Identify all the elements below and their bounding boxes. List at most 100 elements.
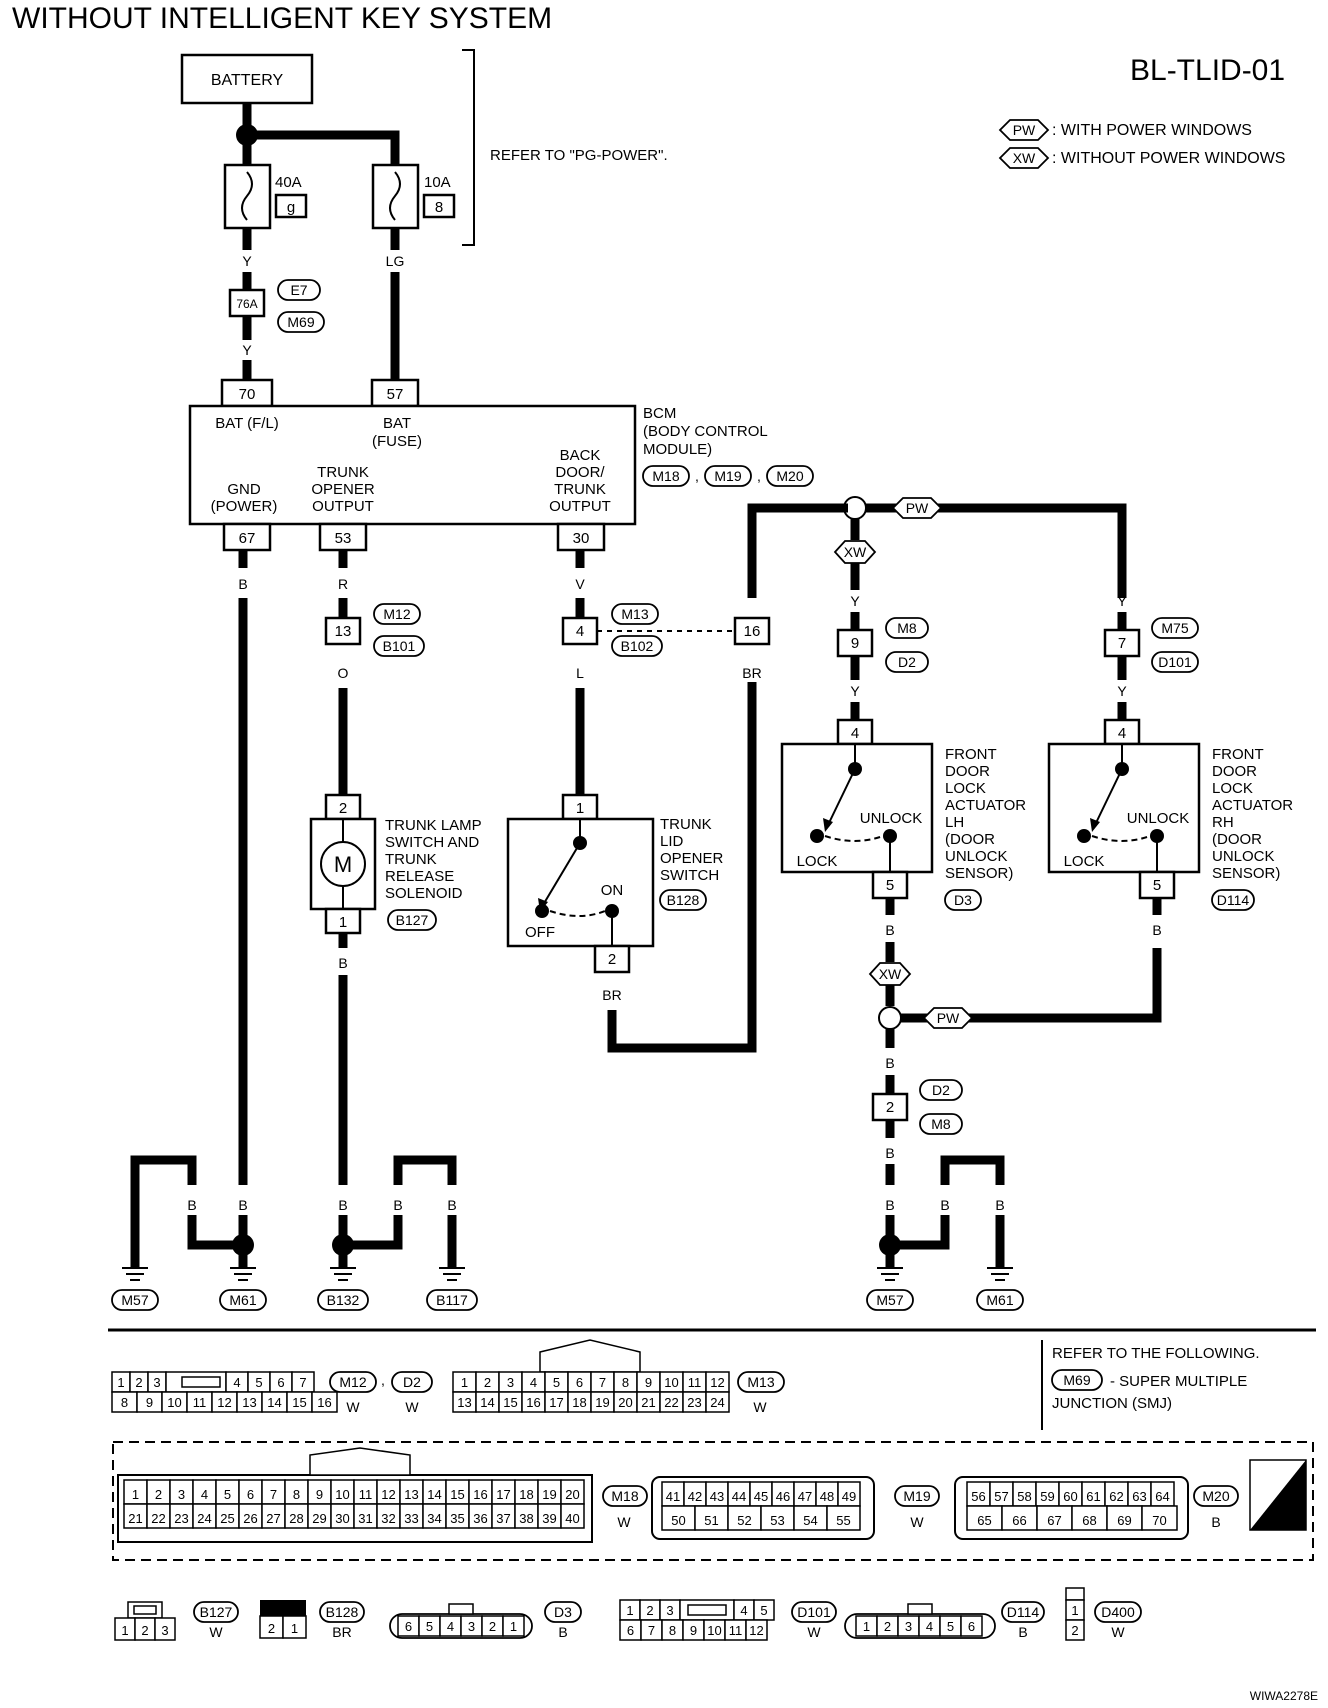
pin-cell-label: 11 [359,1487,373,1502]
svg-text:BR: BR [602,987,621,1003]
pin-cell-label: 6 [576,1375,583,1390]
pin-cell-label: 34 [427,1511,441,1526]
conn-m12-badge [329,1371,377,1393]
pin-cell-label: 23 [687,1395,701,1410]
svg-text:2: 2 [339,800,347,817]
front-door-lock-actuator-lh: 4 UNLOCK LOCK 5 FRONT DOOR LOCK ACTUATOR… [780,718,1026,911]
pin-cell-label: 42 [688,1489,702,1504]
svg-text:(FUSE): (FUSE) [372,433,422,450]
pin-cell-label: 70 [1152,1513,1166,1528]
svg-text:(DOOR: (DOOR [1212,831,1262,848]
conn-d114-badge [1001,1601,1045,1623]
svg-text:SOLENOID: SOLENOID [385,885,463,902]
pin-cell-label: 57 [994,1489,1008,1504]
pin-cell [1071,1505,1108,1531]
pin-cell-label: 37 [496,1511,510,1526]
pin-cell-label: 2 [489,1619,496,1634]
pin-cell-label: 53 [770,1513,784,1528]
pin-cell-label: 19 [542,1487,556,1502]
pin-cell-label: 6 [627,1623,634,1638]
conn-m13-color: W [753,1399,767,1415]
pin-cell-label: 10 [707,1623,721,1638]
conn-m19-color: W [910,1514,924,1530]
svg-text:B128: B128 [667,892,700,908]
pin-cell [793,1505,828,1531]
conn-d400-color: W [1111,1624,1125,1640]
svg-text:M8: M8 [897,620,917,636]
pin-cell-label: 45 [754,1489,768,1504]
svg-text:40A: 40A [275,174,302,191]
pin-cell-label: 13 [457,1395,471,1410]
pin-cell-label: 67 [1047,1513,1061,1528]
svg-text:7: 7 [1118,635,1126,652]
svg-text:JUNCTION (SMJ): JUNCTION (SMJ) [1052,1395,1172,1412]
pin-cell-label: 51 [704,1513,718,1528]
svg-text:MODULE): MODULE) [643,441,712,458]
battery-label: BATTERY [211,72,284,89]
conn-m18-badge [602,1485,648,1507]
pin-cell-label: 41 [666,1489,680,1504]
svg-text:B: B [885,922,894,938]
pin-cell-label: 3 [161,1623,168,1638]
svg-text:: WITHOUT POWER WINDOWS: : WITHOUT POWER WINDOWS [1052,150,1285,167]
svg-text:DOOR/: DOOR/ [555,464,605,481]
pin-cell-label: 11 [193,1395,207,1410]
svg-text:XW: XW [879,966,902,982]
svg-text:M75: M75 [1161,620,1188,636]
pin-cell-label: 6 [277,1375,284,1390]
svg-text:B: B [238,1197,247,1213]
conn-m12-color: W [346,1399,360,1415]
svg-text:13: 13 [335,623,352,640]
svg-text:76A: 76A [236,297,257,311]
svg-text:ACTUATOR: ACTUATOR [1212,797,1293,814]
svg-text:BCM: BCM [643,405,676,422]
pin-cell-label: 7 [270,1487,277,1502]
svg-text:REFER TO THE FOLLOWING.: REFER TO THE FOLLOWING. [1052,1345,1260,1362]
svg-text:PW: PW [937,1010,960,1026]
svg-text:RELEASE: RELEASE [385,868,454,885]
pin-cell-label: 21 [128,1511,142,1526]
pin-cell-label: 3 [178,1487,185,1502]
page-title: WITHOUT INTELLIGENT KEY SYSTEM [12,2,552,35]
pin-cell-label: 11 [729,1623,743,1638]
pin-cell-label: 12 [710,1375,724,1390]
pin-cell-label: 23 [174,1511,188,1526]
svg-text:UNLOCK: UNLOCK [1212,848,1275,865]
pin-cell-label: 4 [233,1375,240,1390]
svg-text:M69: M69 [287,314,314,330]
svg-text:BAT: BAT [383,415,411,432]
conn-m19-badge [894,1485,940,1507]
pin-cell-label: 7 [599,1375,606,1390]
conn-m18-badge-text: M18 [611,1488,638,1504]
svg-text:LOCK: LOCK [945,780,986,797]
bcm-module: 70 57 BAT (F/L) BAT (FUSE) GND (POWER) T… [188,378,814,552]
pin-cell-label: 50 [671,1513,685,1528]
pin-cell-label: 54 [803,1513,817,1528]
svg-text:B: B [338,1197,347,1213]
pin-cell-label: 65 [977,1513,991,1528]
svg-text:- SUPER MULTIPLE: - SUPER MULTIPLE [1110,1373,1247,1390]
svg-text:PW: PW [906,500,929,516]
svg-text:B: B [447,1197,456,1213]
ground-group-middle: B B B B132 B117 [317,1155,478,1311]
pin-cell [826,1505,861,1531]
svg-text:SENSOR): SENSOR) [945,865,1013,882]
pin-cell-label: 18 [519,1487,533,1502]
pin-cell [694,1505,729,1531]
conn-d114-color: B [1018,1624,1027,1640]
pin-cell-label: 16 [473,1487,487,1502]
pin-cell-label: 12 [381,1487,395,1502]
pin-cell-label: 8 [293,1487,300,1502]
conn-m20-badge [1193,1485,1239,1507]
pin-cell-label: 68 [1082,1513,1096,1528]
pin-cell-label: 2 [484,1375,491,1390]
pin-cell-label: 17 [496,1487,510,1502]
svg-text:Y: Y [850,683,860,699]
pin-cell-label: 40 [565,1511,579,1526]
pin-cell [311,1391,338,1413]
svg-text:Y: Y [1117,683,1127,699]
pin-cell-label: 26 [243,1511,257,1526]
pin-cell-label: 5 [426,1619,433,1634]
svg-text:M12: M12 [383,606,410,622]
